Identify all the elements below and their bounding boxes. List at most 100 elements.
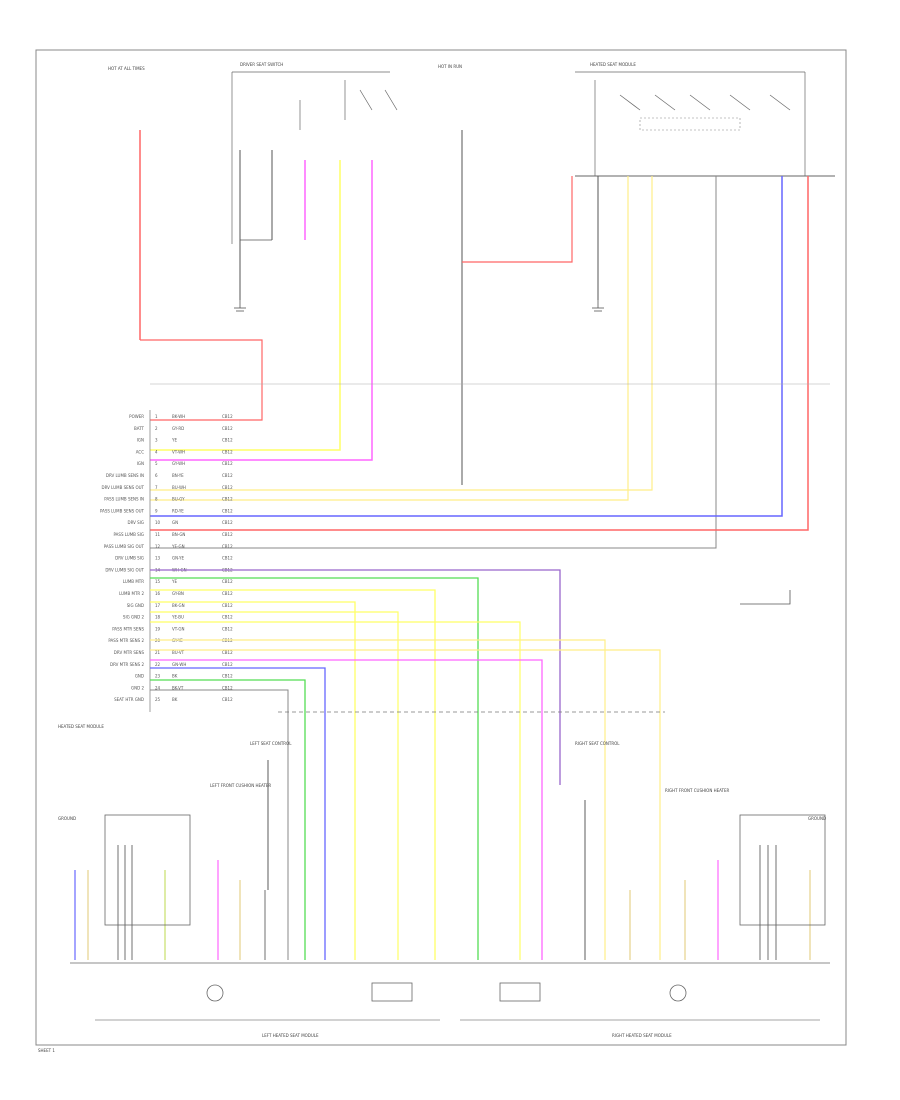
wire-yellow-mid-2 [150,601,356,960]
wire-gray-mid [150,689,289,960]
pin-circuit-code: CB12 [222,438,233,443]
pin-wire-color: GY-WH [172,461,185,466]
pin-circuit-code: CB12 [222,556,233,561]
pin-wire-color: GN-YE [172,556,185,561]
page-border [35,49,847,1046]
pin-wire-color: YE-BU [171,615,184,620]
pin-wire-color: GY-YE [172,638,183,643]
pin-number: 5 [155,461,158,466]
right-module-box [739,814,826,926]
wire-red-right [150,176,809,531]
page-reference: SHEET 1 [38,1048,55,1053]
ground-symbol-right [592,300,604,312]
label-left-front-cushion: LEFT FRONT CUSHION HEATER [210,783,271,788]
pin-circuit-code: CB12 [222,485,233,490]
pin-label: PASS LUMB SIG [114,532,144,537]
pin-wire-color: BU-VT [172,650,185,655]
label-fuse-panel-left: HOT AT ALL TIMES [108,66,145,71]
pin-number: 18 [155,615,161,620]
pin-wire-color: GN [172,520,178,525]
wire-yellow-mid [150,589,436,960]
pin-wire-color: VT-WH [172,449,185,454]
pin-label: DRV LUMB SIG OUT [105,567,144,572]
pin-number: 22 [155,662,161,667]
pin-label: IGN [137,461,144,466]
pin-circuit-code: CB12 [222,544,233,549]
wire-pink-mid [150,659,543,960]
pin-number: 6 [155,473,158,478]
pin-number: 23 [155,674,161,679]
pin-label: DRV LUMB SENS IN [106,473,144,478]
pin-wire-color: BU-GY [172,497,185,502]
pin-circuit-code: CB12 [222,520,233,525]
pin-label: IGN [137,438,144,443]
pin-circuit-code: CB12 [222,532,233,537]
pin-label: PASS LUMB SIG OUT [104,544,145,549]
wire-purple-mid [150,569,561,785]
pin-circuit-code: CB12 [222,662,233,667]
pin-label: DRV MTR SENS 2 [110,662,144,667]
pin-circuit-code: CB12 [222,497,233,502]
label-left-seat-control: LEFT SEAT CONTROL [250,741,292,746]
pin-label: DRV MTR SENS [114,650,145,655]
pin-label: PASS LUMB SENS OUT [100,508,145,513]
wire-yellow [150,160,341,451]
pin-number: 12 [155,544,161,549]
pin-wire-color: BK-VT [172,685,184,690]
pin-wire-color: BK [172,674,178,679]
wire-green-mid-2 [150,679,306,960]
wire-yellow-mid-4 [150,621,521,960]
pin-label: SIG GND [127,603,144,608]
ground-symbol-left [234,300,246,312]
pin-circuit-code: CB12 [222,461,233,466]
pin-number: 17 [155,603,161,608]
pin-circuit-code: CB12 [222,685,233,690]
wire-blue-mid [150,667,326,960]
pin-number: 24 [155,685,161,690]
wire-tan-2 [150,176,653,491]
label-ground-right: GROUND [808,816,826,821]
wire-gray-1 [150,176,717,549]
pin-circuit-code: CB12 [222,603,233,608]
pin-number: 16 [155,591,161,596]
pin-label: PASS MTR SENS 2 [108,638,144,643]
left-heater-element [206,984,224,1002]
pin-number: 13 [155,556,161,561]
pin-number: 21 [155,650,161,655]
pin-number: 15 [155,579,161,584]
pin-wire-color: YE [171,438,177,443]
wire-red-center [462,176,573,263]
pin-circuit-code: CB12 [222,650,233,655]
pin-circuit-code: CB12 [222,615,233,620]
label-right-seat-control: RIGHT SEAT CONTROL [575,741,620,746]
pin-circuit-code: CB12 [222,508,233,513]
pin-wire-color: GN-WH [172,662,186,667]
pin-circuit-code: CB12 [222,638,233,643]
label-heated-seat-module-top: HEATED SEAT MODULE [590,62,636,67]
wire-tan-mid-2 [150,649,661,960]
label-left-seat-module: LEFT HEATED SEAT MODULE [262,1033,319,1038]
wire-blue-1 [150,176,783,517]
wire-tan-mid [150,639,606,960]
module-switch-contacts [594,72,806,176]
pin-circuit-code: CB12 [222,579,233,584]
label-hot-in-run: HOT IN RUN [438,64,462,69]
pin-wire-color: BK [172,697,178,702]
pin-number: 4 [155,449,158,454]
pin-wire-color: YE-GN [171,544,185,549]
pin-label: LUMB MTR 2 [119,591,144,596]
pin-wire-color: BU-WH [172,485,186,490]
connector-pin-row: IGN 5 GY-WH CB12 [137,461,233,466]
driver-switch-contacts [299,80,398,130]
pin-number: 19 [155,626,161,631]
pin-wire-color: BK-WH [172,414,185,419]
pin-wire-color: VT-GN [172,626,185,631]
